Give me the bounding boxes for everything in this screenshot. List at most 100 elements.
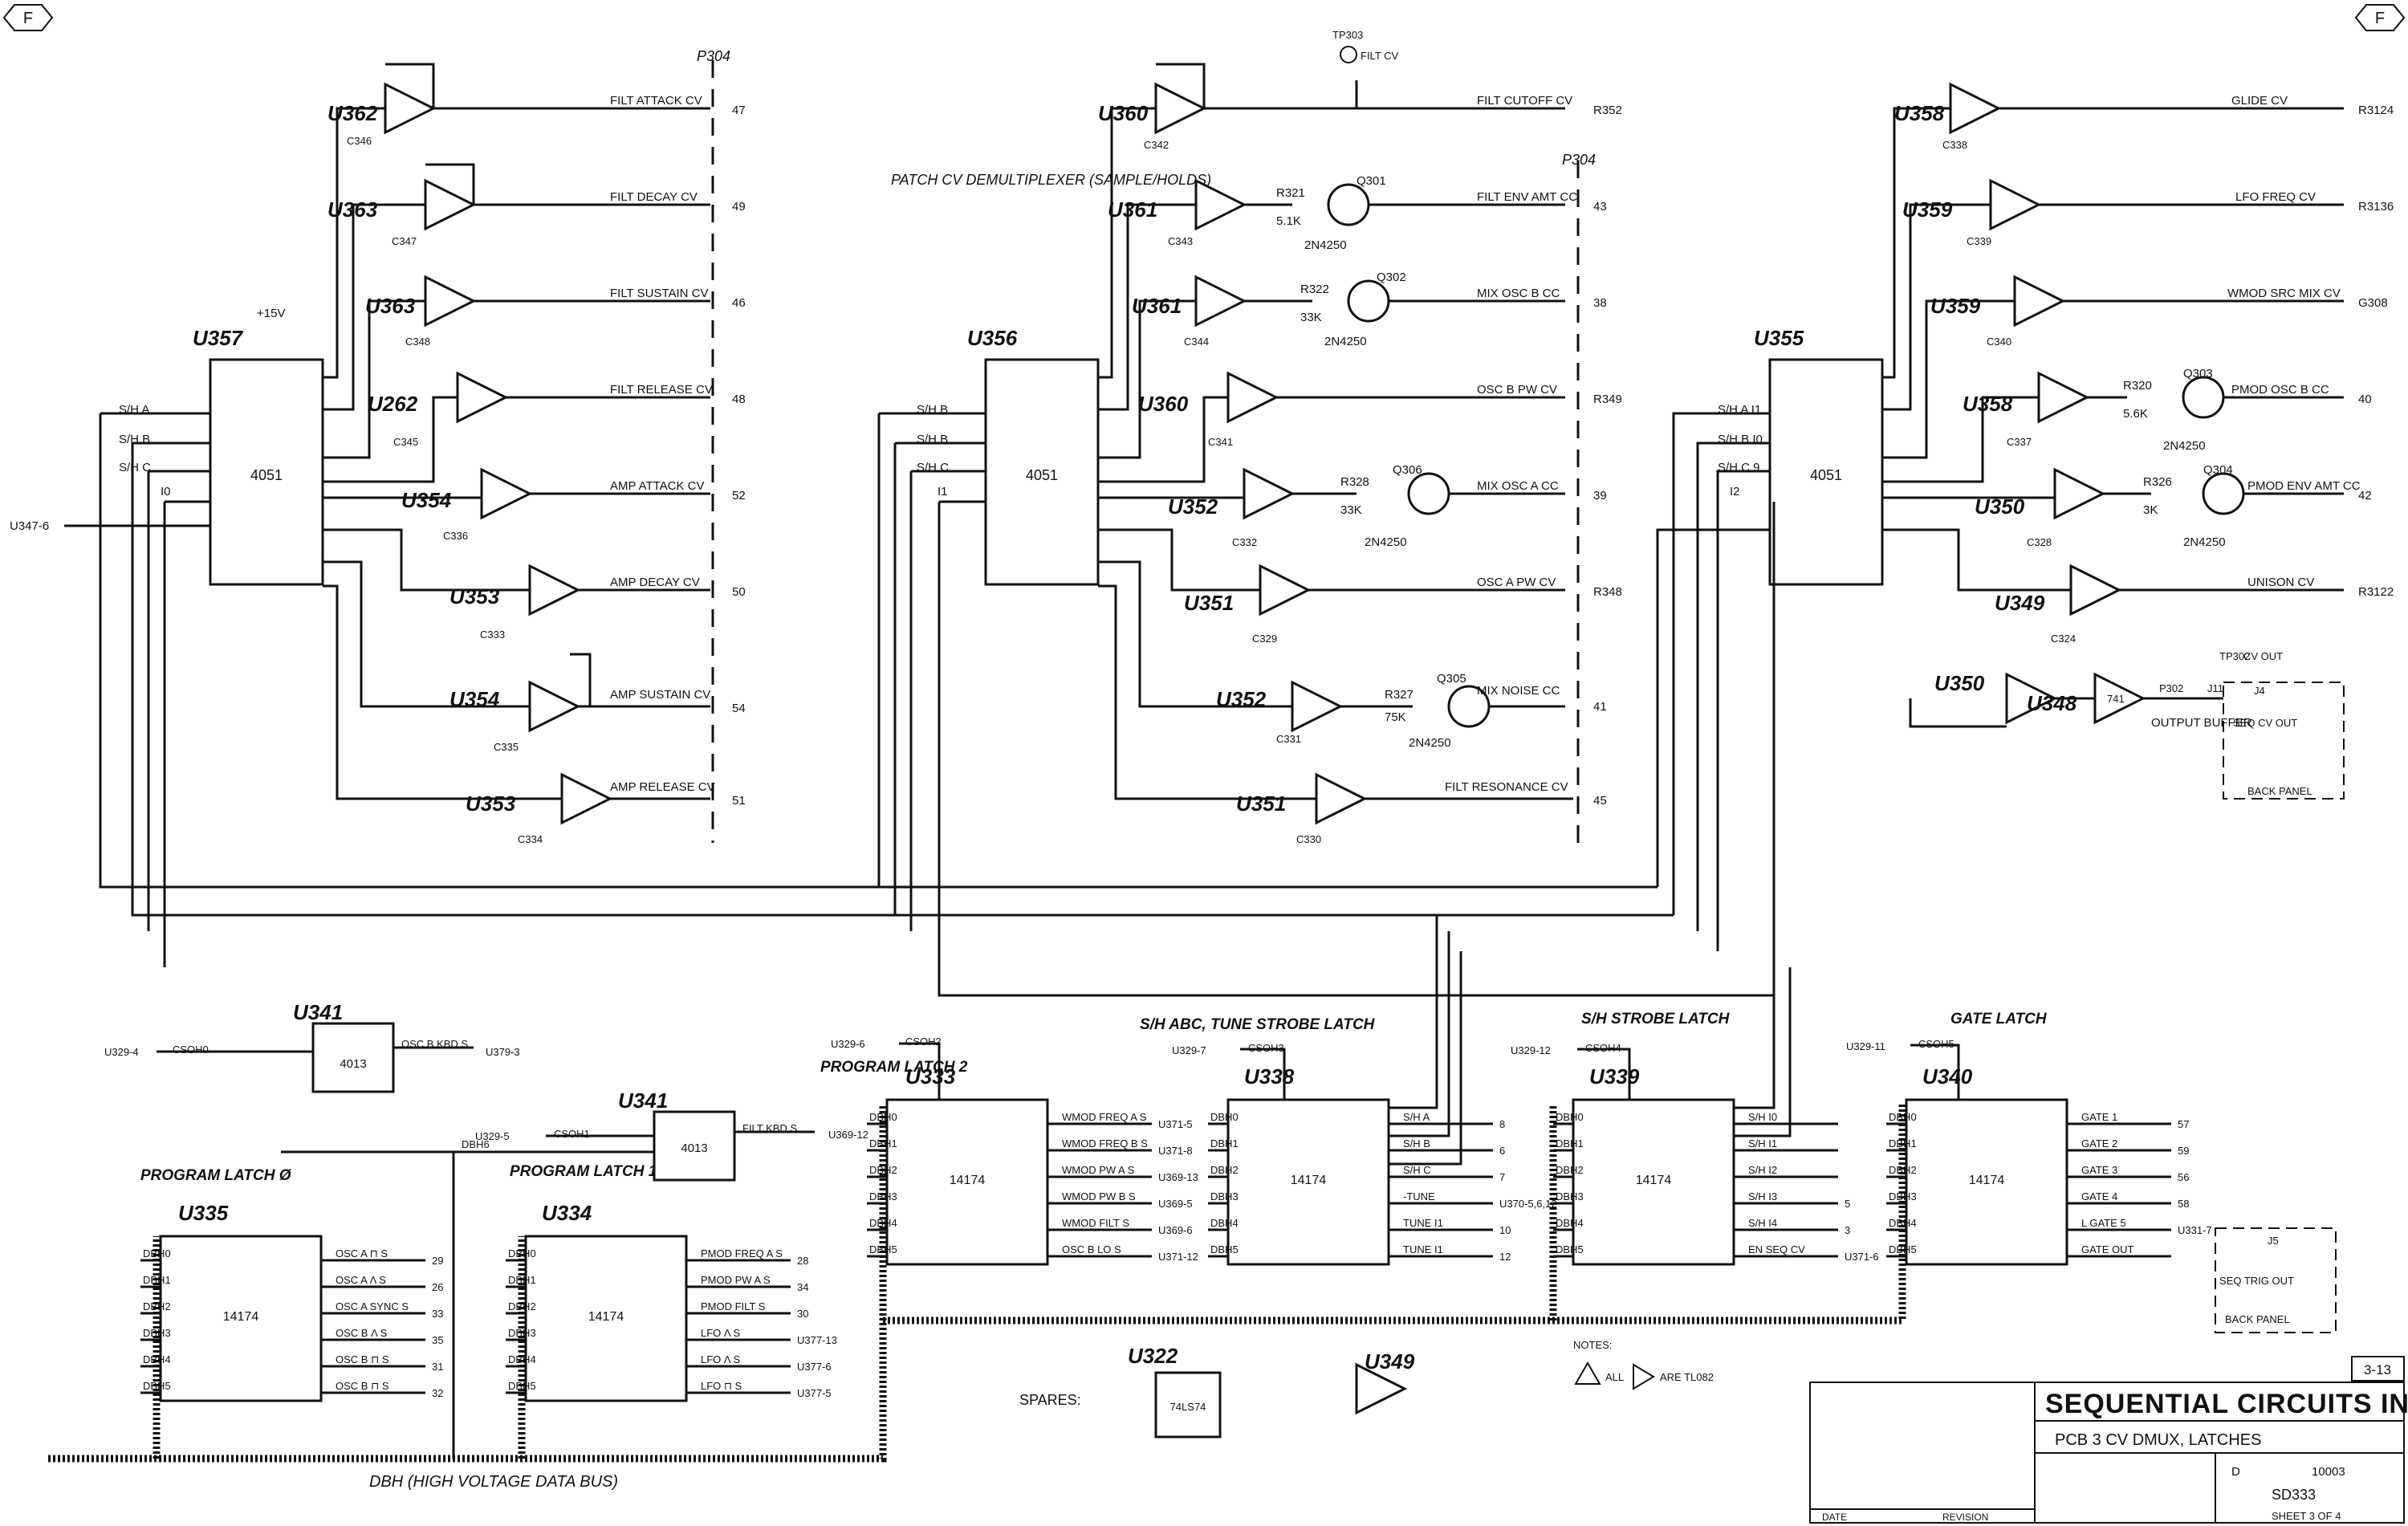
latch-output-label: TUNE I1 (1403, 1243, 1443, 1255)
svg-text:CSOH0: CSOH0 (173, 1044, 209, 1056)
svg-text:U361: U361 (1108, 197, 1157, 222)
latch-output-pin: U369-5 (1158, 1198, 1193, 1210)
p304-label: P304 (697, 48, 730, 64)
svg-text:U329-7: U329-7 (1172, 1044, 1206, 1056)
latch-input-label: DBH2 (1210, 1164, 1239, 1176)
latch-u340: U340 14174 GATE LATCH (1905, 1011, 2068, 1266)
svg-text:75K: 75K (1385, 710, 1406, 724)
latch-input-label: DBH5 (1210, 1243, 1239, 1255)
svg-text:TP303: TP303 (1332, 29, 1363, 41)
svg-text:R3136: R3136 (2358, 200, 2394, 214)
svg-text:F: F (2375, 10, 2385, 27)
svg-text:U354: U354 (401, 488, 452, 512)
latch-output-pin: 33 (432, 1308, 443, 1320)
svg-text:SEQ TRIG OUT: SEQ TRIG OUT (2219, 1275, 2294, 1287)
svg-text:REVISION: REVISION (1942, 1512, 1988, 1523)
latch-input-label: DBH2 (508, 1300, 536, 1312)
svg-text:TP302: TP302 (2219, 650, 2250, 662)
latch-output-pin: 29 (432, 1255, 443, 1267)
svg-text:U369-12: U369-12 (828, 1129, 868, 1141)
svg-text:R348: R348 (1593, 585, 1622, 599)
latch-output-label: WMOD FILT S (1062, 1217, 1129, 1229)
latch-input-label: DBH1 (1210, 1137, 1239, 1150)
latch-output-pin: U331-7 (2178, 1224, 2212, 1236)
svg-text:U351: U351 (1236, 791, 1286, 816)
latch-output-label: OSC A SYNC S (336, 1300, 409, 1312)
svg-text:LFO FREQ CV: LFO FREQ CV (2235, 190, 2316, 204)
latch-input-label: DBH2 (869, 1164, 897, 1176)
svg-text:U362: U362 (327, 101, 378, 125)
svg-text:39: 39 (1593, 489, 1607, 503)
svg-text:U322: U322 (1128, 1344, 1178, 1368)
latch-input-label: DBH0 (1210, 1111, 1239, 1123)
svg-text:3-13: 3-13 (2364, 1362, 2391, 1377)
svg-text:C337: C337 (2007, 436, 2032, 448)
svg-text:Q302: Q302 (1377, 271, 1406, 284)
latch-output-label: L GATE 5 (2081, 1217, 2126, 1229)
svg-text:ARE TL082: ARE TL082 (1660, 1371, 1714, 1383)
svg-text:C341: C341 (1208, 436, 1233, 448)
svg-text:MIX NOISE CC: MIX NOISE CC (1477, 684, 1560, 698)
latch-output-label: TUNE I1 (1403, 1217, 1443, 1229)
dbh6-label: DBH6 (462, 1138, 490, 1150)
transistors-col3: R320 5.6K Q303 2N4250 R326 3K Q304 2N425… (2123, 367, 2245, 549)
latch-output-pin: 31 (432, 1361, 443, 1373)
svg-text:C333: C333 (480, 629, 505, 641)
latch-input-label: DBH3 (1889, 1190, 1917, 1202)
svg-text:I1: I1 (938, 485, 948, 498)
latch-input-label: DBH0 (143, 1247, 171, 1259)
svg-text:U355: U355 (1754, 326, 1804, 350)
svg-text:U359: U359 (1930, 294, 1981, 318)
latch-output-label: GATE 1 (2081, 1111, 2117, 1123)
testpoint-tp303: TP303 FILT CV (1332, 29, 1399, 63)
svg-text:4013: 4013 (340, 1057, 366, 1071)
svg-text:D: D (2231, 1465, 2240, 1479)
svg-text:40: 40 (2358, 393, 2372, 406)
latch-output-pin: U377-5 (797, 1387, 832, 1399)
svg-text:R352: R352 (1593, 104, 1622, 117)
svg-text:CSOH1: CSOH1 (554, 1128, 590, 1140)
svg-text:C338: C338 (1942, 139, 1967, 151)
dbh-bus: DBH (HIGH VOLTAGE DATA BUS) (369, 1473, 618, 1491)
svg-text:U349: U349 (1365, 1349, 1415, 1373)
svg-text:U358: U358 (1963, 392, 2013, 416)
latch-u338: U338 14174 S/H ABC, TUNE STROBE LATCH (1140, 1016, 1390, 1266)
svg-text:ALL: ALL (1605, 1371, 1624, 1383)
latch-output-label: LFO ⊓ S (701, 1380, 742, 1392)
latch-output-label: OSC B ⊓ S (336, 1380, 389, 1392)
svg-text:S/H STROBE LATCH: S/H STROBE LATCH (1581, 1011, 1731, 1028)
demux-u356: U356 4051 S/H B S/H B S/H C I1 (917, 326, 1100, 586)
svg-text:SD333: SD333 (2272, 1487, 2316, 1503)
latch-output-label: S/H I0 (1748, 1111, 1777, 1123)
latch-output-label: S/H I2 (1748, 1164, 1777, 1176)
latch-output-pin: 34 (797, 1281, 808, 1293)
svg-text:R3124: R3124 (2358, 104, 2394, 117)
svg-text:46: 46 (732, 296, 746, 310)
svg-text:C342: C342 (1144, 139, 1169, 151)
svg-text:U335: U335 (178, 1201, 229, 1225)
latch-u335: U335 14174 PROGRAM LATCH Ø (140, 1167, 323, 1402)
svg-text:C344: C344 (1184, 336, 1209, 348)
svg-text:U379-3: U379-3 (486, 1046, 520, 1058)
svg-text:42: 42 (2358, 489, 2372, 503)
svg-text:MIX OSC A CC: MIX OSC A CC (1477, 479, 1559, 493)
svg-text:CSOH2: CSOH2 (905, 1036, 942, 1048)
svg-text:+15V: +15V (257, 307, 285, 320)
notes: NOTES: ALL ARE TL082 (1573, 1339, 1714, 1390)
latch-input-label: DBH3 (1556, 1190, 1584, 1202)
svg-text:FILT RELEASE CV: FILT RELEASE CV (610, 383, 713, 397)
svg-text:AMP SUSTAIN CV: AMP SUSTAIN CV (610, 688, 710, 702)
latch-output-pin: 12 (1499, 1251, 1511, 1263)
svg-text:2N4250: 2N4250 (1365, 535, 1407, 549)
svg-text:U357: U357 (193, 326, 244, 350)
latch-input-label: DBH1 (143, 1274, 171, 1286)
svg-text:U329-11: U329-11 (1846, 1040, 1885, 1052)
svg-text:C343: C343 (1168, 235, 1193, 247)
svg-text:U358: U358 (1894, 101, 1945, 125)
latch-output-pin: 30 (797, 1308, 808, 1320)
opamp-column-2: U360 U361 U361 U360 U352 U351 U352 U351 … (1098, 82, 1368, 845)
svg-text:PROGRAM LATCH 2: PROGRAM LATCH 2 (820, 1059, 968, 1076)
latch-output-pin: 32 (432, 1387, 443, 1399)
